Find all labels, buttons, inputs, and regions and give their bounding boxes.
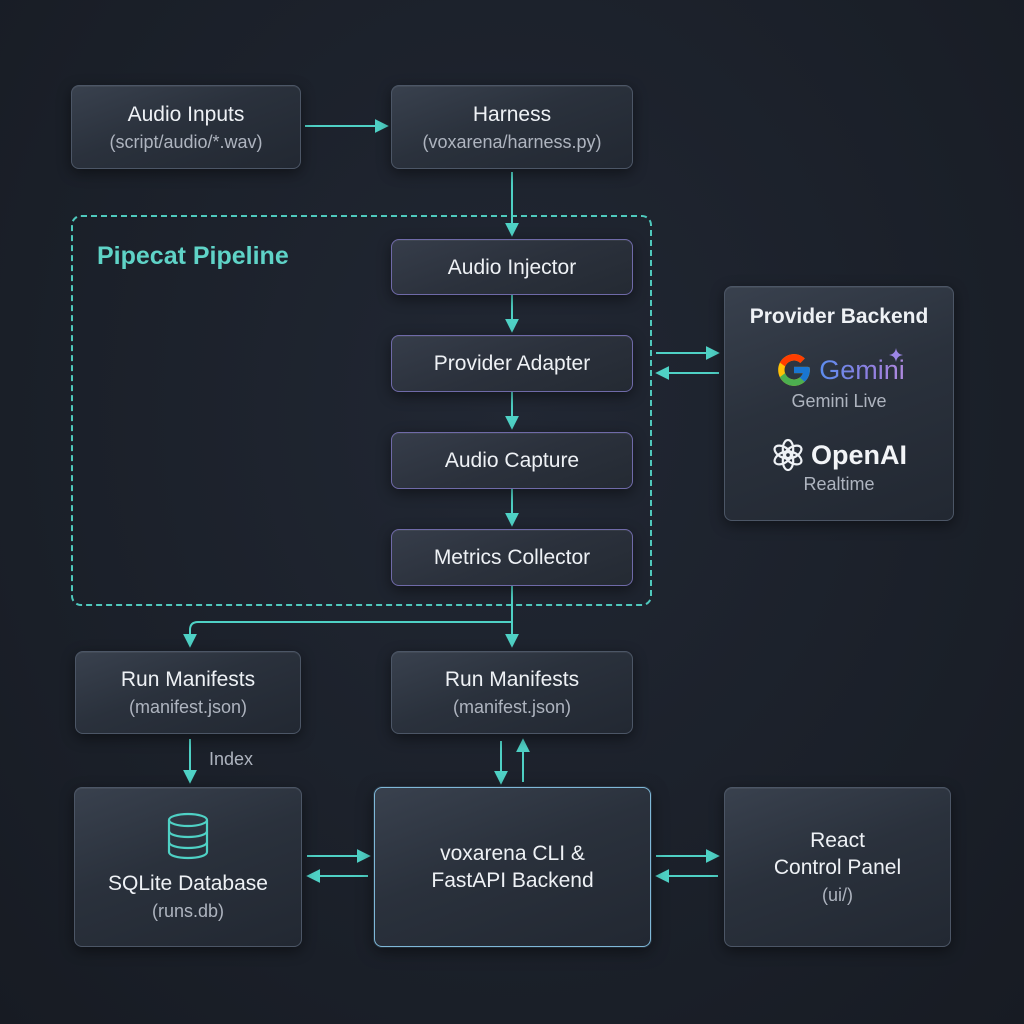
audio-inputs-node: Audio Inputs (script/audio/*.wav) (71, 85, 301, 169)
provider-adapter-node: Provider Adapter (391, 335, 633, 392)
sqlite-database-node: SQLite Database (runs.db) (74, 787, 302, 947)
audio-capture-node: Audio Capture (391, 432, 633, 489)
run-manifests-left-title: Run Manifests (120, 668, 256, 691)
sparkle-icon (888, 348, 903, 362)
harness-path: (voxarena/harness.py) (422, 131, 602, 152)
pipeline-label: Pipecat Pipeline (97, 242, 289, 270)
react-control-panel-node: React Control Panel (ui/) (724, 787, 951, 947)
openai-logo-icon (771, 438, 805, 472)
audio-inputs-title: Audio Inputs (127, 102, 245, 126)
harness-node: Harness (voxarena/harness.py) (391, 85, 633, 169)
react-title-line1: React (810, 829, 865, 852)
provider-backend-node: Provider Backend Gemini Gemini Live (724, 286, 954, 521)
audio-capture-title: Audio Capture (444, 449, 580, 472)
pipecat-pipeline-group (71, 215, 652, 606)
provider-backend-title: Provider Backend (749, 305, 929, 328)
openai-brand: OpenAI (771, 438, 907, 472)
sqlite-path: (runs.db) (151, 900, 225, 921)
gemini-subtitle: Gemini Live (791, 391, 887, 411)
audio-inputs-path: (script/audio/*.wav) (109, 131, 263, 152)
backend-title-line2: FastAPI Backend (431, 869, 594, 892)
openai-name: OpenAI (810, 440, 907, 470)
run-manifests-left-node: Run Manifests (manifest.json) (75, 651, 301, 734)
run-manifests-right-node: Run Manifests (manifest.json) (391, 651, 633, 734)
backend-title-line1: voxarena CLI & (440, 842, 585, 865)
sqlite-title: SQLite Database (108, 871, 268, 895)
index-edge-label: Index (209, 749, 254, 769)
harness-title: Harness (472, 102, 552, 126)
run-manifests-right-title: Run Manifests (444, 668, 580, 691)
react-title-line2: Control Panel (773, 856, 902, 879)
metrics-collector-title: Metrics Collector (433, 546, 591, 569)
openai-subtitle: Realtime (803, 474, 875, 494)
provider-adapter-title: Provider Adapter (433, 352, 591, 375)
run-manifests-right-path: (manifest.json) (452, 697, 572, 717)
google-g-icon (775, 351, 813, 389)
gemini-brand: Gemini (775, 348, 905, 389)
database-icon (166, 812, 210, 860)
run-manifests-left-path: (manifest.json) (128, 697, 248, 717)
backend-node: voxarena CLI & FastAPI Backend (374, 787, 651, 947)
react-path: (ui/) (822, 885, 853, 905)
audio-injector-node: Audio Injector (391, 239, 633, 295)
audio-injector-title: Audio Injector (447, 255, 577, 279)
metrics-collector-node: Metrics Collector (391, 529, 633, 586)
gemini-name: Gemini (819, 355, 905, 385)
arrow-metrics-to-manifest-left (183, 621, 512, 648)
